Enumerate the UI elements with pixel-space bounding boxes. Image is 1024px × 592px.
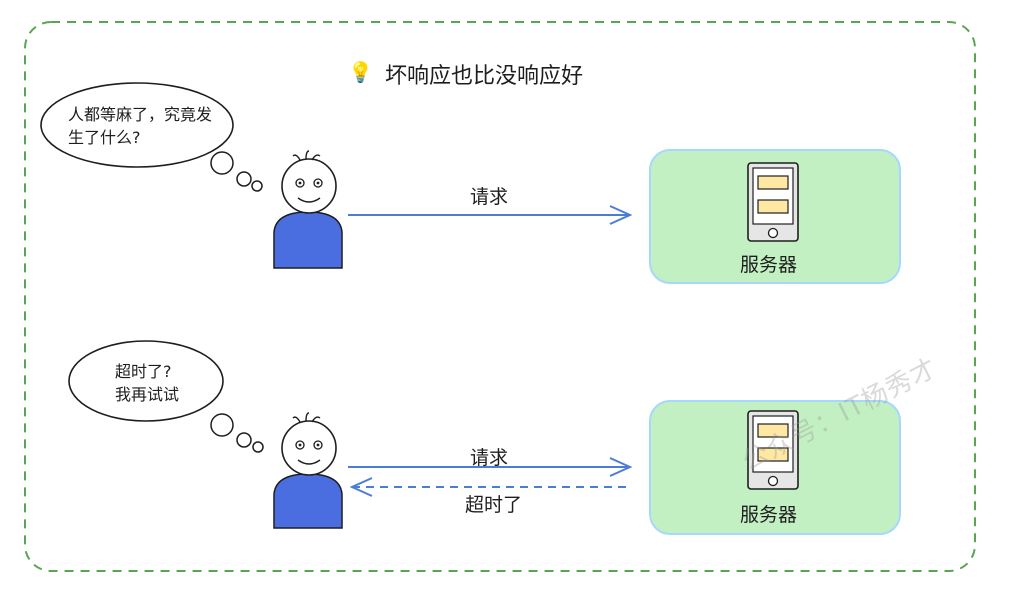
server-label-top: 服务器	[740, 254, 798, 276]
diagram-title: 坏响应也比没响应好	[385, 64, 584, 89]
frame-border	[24, 21, 976, 572]
person-bottom	[273, 412, 343, 529]
server-label-bottom: 服务器	[740, 504, 798, 526]
person-top	[273, 150, 343, 269]
request-arrow-top	[348, 205, 633, 225]
server-icon-bottom	[747, 410, 799, 490]
request-arrow-bottom	[348, 457, 633, 477]
lightbulb-icon: 💡	[348, 60, 373, 84]
request-label-top: 请求	[470, 186, 509, 208]
timeout-arrow-bottom	[349, 477, 632, 497]
thought-bubble-top	[40, 82, 263, 192]
server-icon-top	[747, 162, 799, 242]
timeout-label-bottom: 超时了	[465, 494, 523, 516]
thought-text-bottom: 超时了? 我再试试	[115, 362, 180, 404]
thought-text-top: 人都等麻了，究竟发生了什么?	[68, 105, 213, 147]
request-label-bottom: 请求	[470, 447, 509, 469]
thought-bubble-bottom	[68, 340, 264, 453]
